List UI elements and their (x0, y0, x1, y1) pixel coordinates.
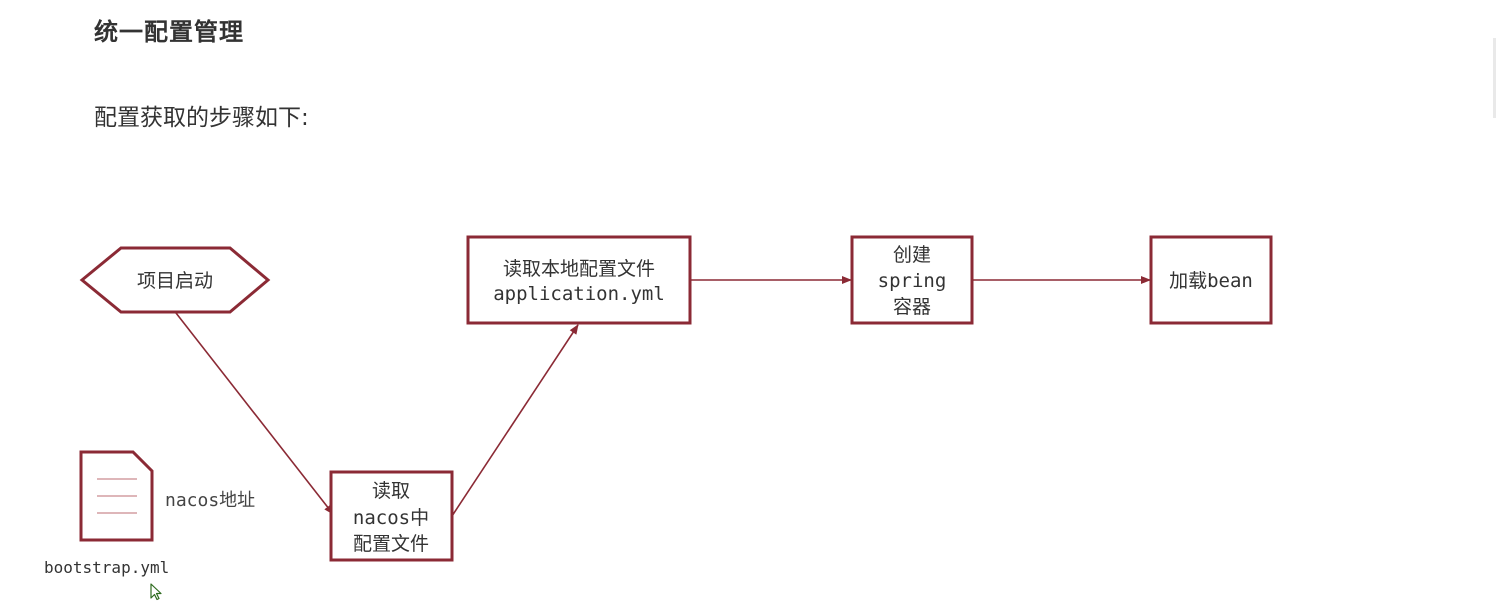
node-read-nacos-line3: 配置文件 (353, 533, 429, 555)
node-create-spring-line2: spring (878, 270, 947, 292)
node-read-nacos-config: 读取 nacos中 配置文件 (329, 470, 454, 562)
node-read-nacos-line2: nacos中 (353, 507, 429, 529)
node-load-bean: 加载bean (1149, 235, 1273, 325)
node-create-spring-line3: 容器 (893, 296, 931, 318)
node-start-label: 项目启动 (137, 270, 213, 292)
node-read-local-line2: application.yml (493, 283, 665, 305)
node-start: 项目启动 (79, 246, 271, 314)
node-load-bean-label: 加载bean (1169, 270, 1253, 292)
mouse-cursor-icon (150, 583, 162, 601)
node-create-spring: 创建 spring 容器 (850, 235, 974, 325)
node-create-spring-line1: 创建 (893, 244, 931, 266)
document-icon (79, 450, 154, 542)
scrollbar[interactable] (1493, 38, 1496, 118)
edge-start-to-nacos (175, 312, 334, 515)
steps-intro: 配置获取的步骤如下: (94, 105, 309, 131)
node-read-local-config: 读取本地配置文件 application.yml (466, 235, 692, 325)
node-read-nacos-line1: 读取 (372, 480, 410, 502)
edge-nacos-to-local (451, 324, 579, 517)
section-heading: 统一配置管理 (94, 18, 244, 46)
nacos-address-note: nacos地址 (165, 490, 255, 511)
node-read-local-line1: 读取本地配置文件 (503, 258, 655, 280)
bootstrap-file-label: bootstrap.yml (44, 558, 169, 577)
